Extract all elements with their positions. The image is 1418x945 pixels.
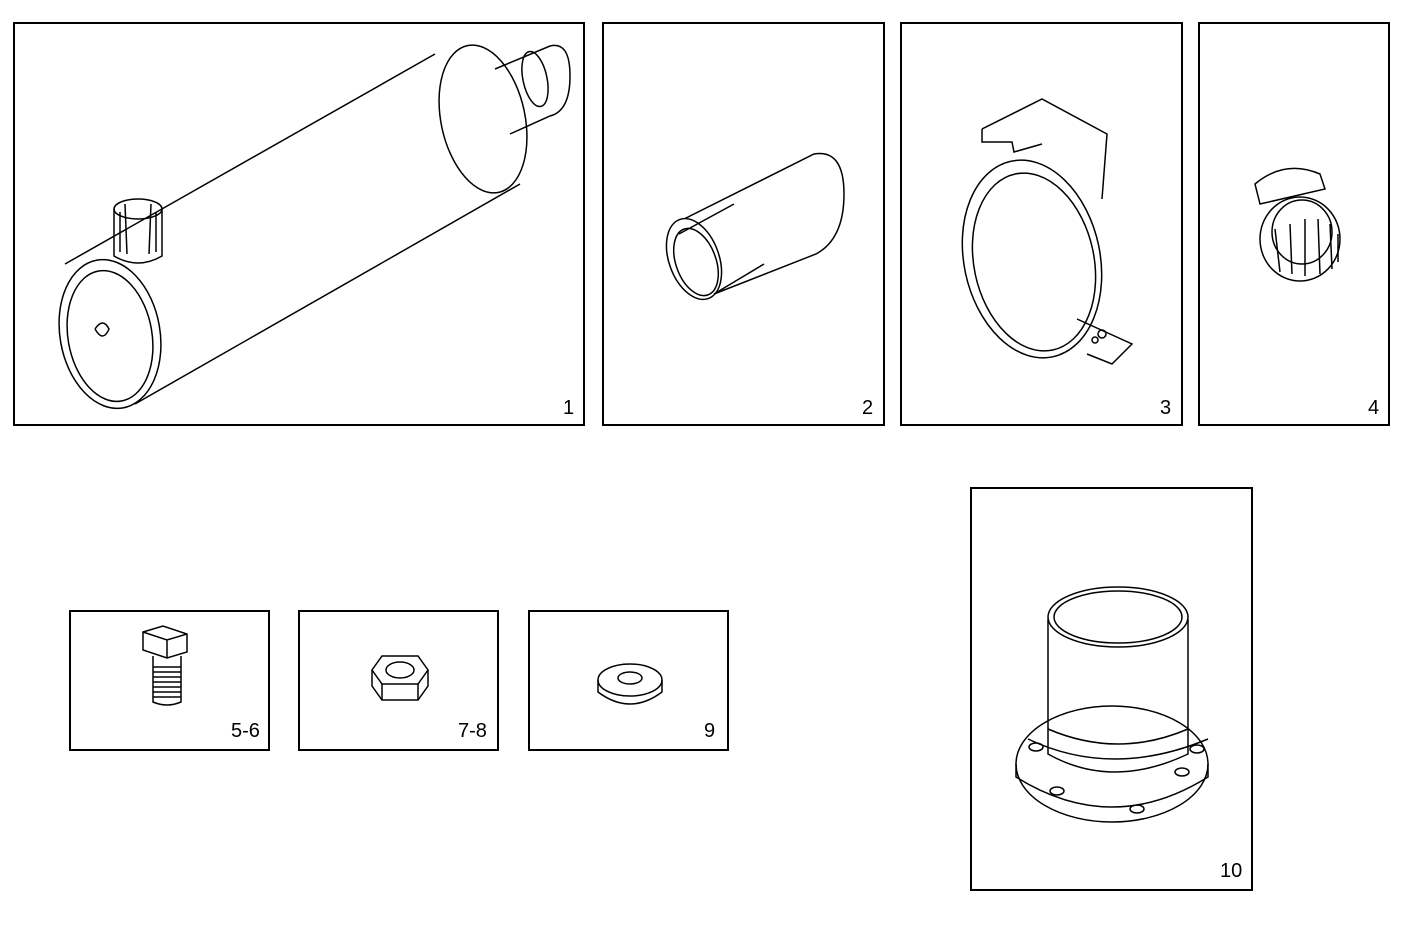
part-number-label: 10 [1220, 860, 1243, 882]
flange-pipe-icon [972, 489, 1251, 889]
bolt-icon [71, 612, 268, 749]
part-panel-mounting-clamp[interactable]: 3 [900, 22, 1183, 426]
part-number-label: 4 [1368, 397, 1380, 419]
part-panel-muffler[interactable]: 1 [13, 22, 585, 426]
part-number-label: 9 [704, 720, 716, 742]
mounting-clamp-icon [902, 24, 1181, 424]
part-number-label: 5-6 [231, 720, 260, 742]
part-number-label: 7-8 [458, 720, 487, 742]
part-panel-nut[interactable]: 7-8 [298, 610, 499, 751]
part-number-label: 3 [1160, 397, 1172, 419]
part-number-label: 2 [862, 397, 874, 419]
nut-icon [300, 612, 497, 749]
part-panel-pipe-connector[interactable]: 2 [602, 22, 885, 426]
pipe-connector-icon [604, 24, 883, 424]
part-panel-bolt[interactable]: 5-6 [69, 610, 270, 751]
part-panel-flange-pipe[interactable]: 10 [970, 487, 1253, 891]
part-panel-washer[interactable]: 9 [528, 610, 729, 751]
hose-clamp-icon [1200, 24, 1388, 424]
part-number-label: 1 [563, 397, 575, 419]
muffler-icon [15, 24, 583, 424]
part-panel-hose-clamp[interactable]: 4 [1198, 22, 1390, 426]
washer-icon [530, 612, 727, 749]
